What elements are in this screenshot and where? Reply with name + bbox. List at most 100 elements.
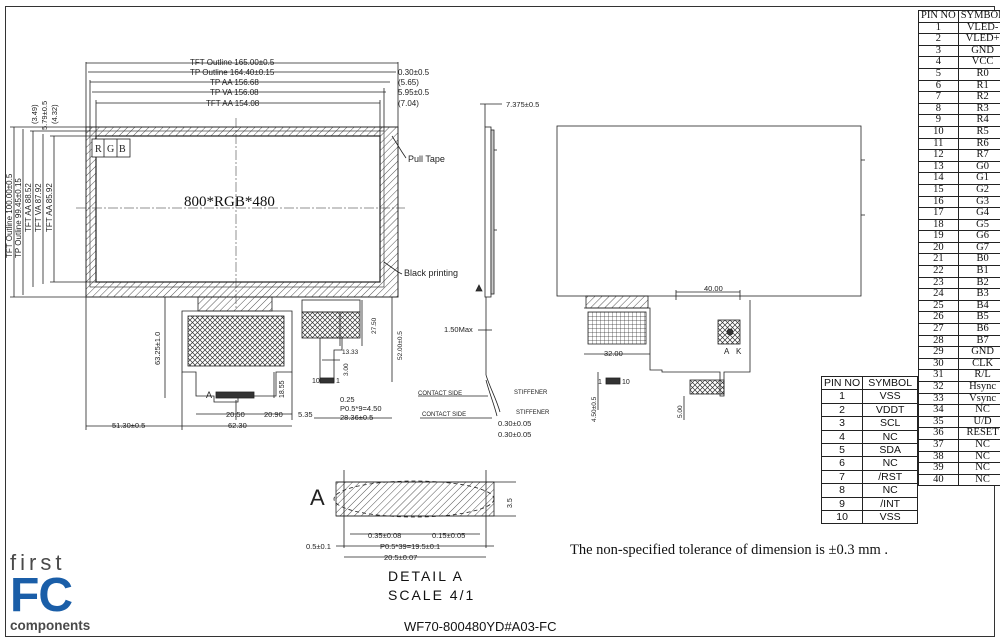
dim-150max: 1.50Max <box>444 325 473 334</box>
pin-number: 8 <box>820 483 864 498</box>
dim-tp-outline-h: TP Outline 99.45±0.15 <box>14 178 23 258</box>
dim-right-1: 0.30±0.5 <box>398 68 430 77</box>
detail-dim-05: 0.5±0.1 <box>306 542 331 551</box>
detail-dim-035: 0.35±0.08 <box>368 531 401 540</box>
pin-symbol: G4 <box>957 207 1000 220</box>
dim-tft-outline-h: TFT Outline 100.00±0.5 <box>5 173 14 258</box>
pin-header-cell: SYMBOL <box>957 10 1000 23</box>
detail-dim-205: 20.5±0.07 <box>384 553 417 562</box>
dim-535: 5.35 <box>298 410 313 419</box>
pin-symbol: B7 <box>957 334 1000 348</box>
logo-components: components <box>10 618 91 633</box>
pin-number: 36 <box>918 427 959 440</box>
pin-symbol: B4 <box>957 299 1000 313</box>
dim-63: 63.25±1.0 <box>153 332 162 365</box>
stiffener-1: STIFFENER <box>514 390 548 396</box>
pin-number: 10 <box>820 510 864 525</box>
pin-number: 20 <box>918 241 959 255</box>
pin-number: 10 <box>918 125 959 139</box>
pin-number: 6 <box>918 79 959 93</box>
pin-symbol: G6 <box>957 230 1000 243</box>
pin-symbol: R6 <box>957 137 1000 151</box>
dim-left-small-1: (3.49) <box>30 104 39 124</box>
pin-symbol: R/L <box>957 369 1000 382</box>
pull-tape-label: Pull Tape <box>408 154 445 164</box>
pin-symbol: G5 <box>957 218 1000 232</box>
detail-a: 3.5 A 0.35±0.08 0.15±0.05 0.5±0.1 P0.5*3… <box>306 470 516 562</box>
pin-number: 2 <box>820 402 864 418</box>
pin-symbol: B2 <box>957 276 1000 290</box>
pin-symbol: VSS <box>862 510 919 525</box>
dim-300: 3.00 <box>343 363 350 376</box>
detail-dim-p05: P0.5*39=19.5±0.1 <box>380 542 440 551</box>
dim-030a: 0.30±0.05 <box>498 419 531 428</box>
pin-symbol: NC <box>862 429 919 445</box>
pin-symbol: R0 <box>957 67 1000 81</box>
pin-number: 37 <box>918 438 959 452</box>
pin-number: 1 <box>820 389 864 404</box>
pin-symbol: G0 <box>957 160 1000 174</box>
pin-symbol: /INT <box>862 496 919 512</box>
pin-symbol: NC <box>957 473 1000 487</box>
resolution-label: 800*RGB*480 <box>184 194 275 210</box>
pin-symbol: GND <box>957 44 1000 58</box>
pin-number: 5 <box>820 443 864 458</box>
part-number: WF70-800480YD#A03-FC <box>404 619 557 634</box>
cathode-label: K <box>736 347 742 356</box>
pin-symbol: NC <box>957 404 1000 417</box>
dim-tft-aa-h2: TFT AA 85.92 <box>45 183 54 232</box>
pin-number: 19 <box>918 230 959 243</box>
pin-number: 21 <box>918 253 959 267</box>
pin-number: 3 <box>918 44 959 58</box>
dim-500: 5.00 <box>677 405 684 418</box>
pin-symbol: B1 <box>957 265 1000 278</box>
logo-fc: FC <box>10 569 73 622</box>
dim-2090: 20.90 <box>264 410 283 419</box>
dim-2836: 28.36±0.5 <box>340 413 373 422</box>
pin-symbol: R2 <box>957 91 1000 104</box>
dim-1855: 18.55 <box>279 380 286 398</box>
dim-p05: P0.5*9=4.50 <box>340 404 382 413</box>
side-view: 7.375±0.5 1.50Max CONTACT SIDE CONTACT S… <box>418 100 550 439</box>
pin-number: 25 <box>918 299 959 313</box>
dim-030b: 0.30±0.05 <box>498 430 531 439</box>
detail-dim-015: 0.15±0.05 <box>432 531 465 540</box>
pin-number: 30 <box>918 357 959 371</box>
dim-5130: 51.30±0.5 <box>112 421 145 430</box>
contact-side-2: CONTACT SIDE <box>422 412 466 418</box>
pin-symbol: VSS <box>862 389 919 404</box>
dim-tp-aa-w: TP AA 156.68 <box>210 78 259 87</box>
back-pin10: 10 <box>622 379 630 386</box>
dim-tft-aa-h1: TFT AA 88.52 <box>24 183 33 232</box>
pin-symbol: VLED- <box>957 21 1000 35</box>
pin-symbol: Hsync <box>957 381 1000 394</box>
pin-number: 4 <box>820 429 864 445</box>
pin-number: 31 <box>918 369 959 382</box>
dim-tft-va-h: TFT VA 87.92 <box>34 183 43 232</box>
dim-tp-outline-w: TP Outline 164.40±0.15 <box>190 68 275 77</box>
